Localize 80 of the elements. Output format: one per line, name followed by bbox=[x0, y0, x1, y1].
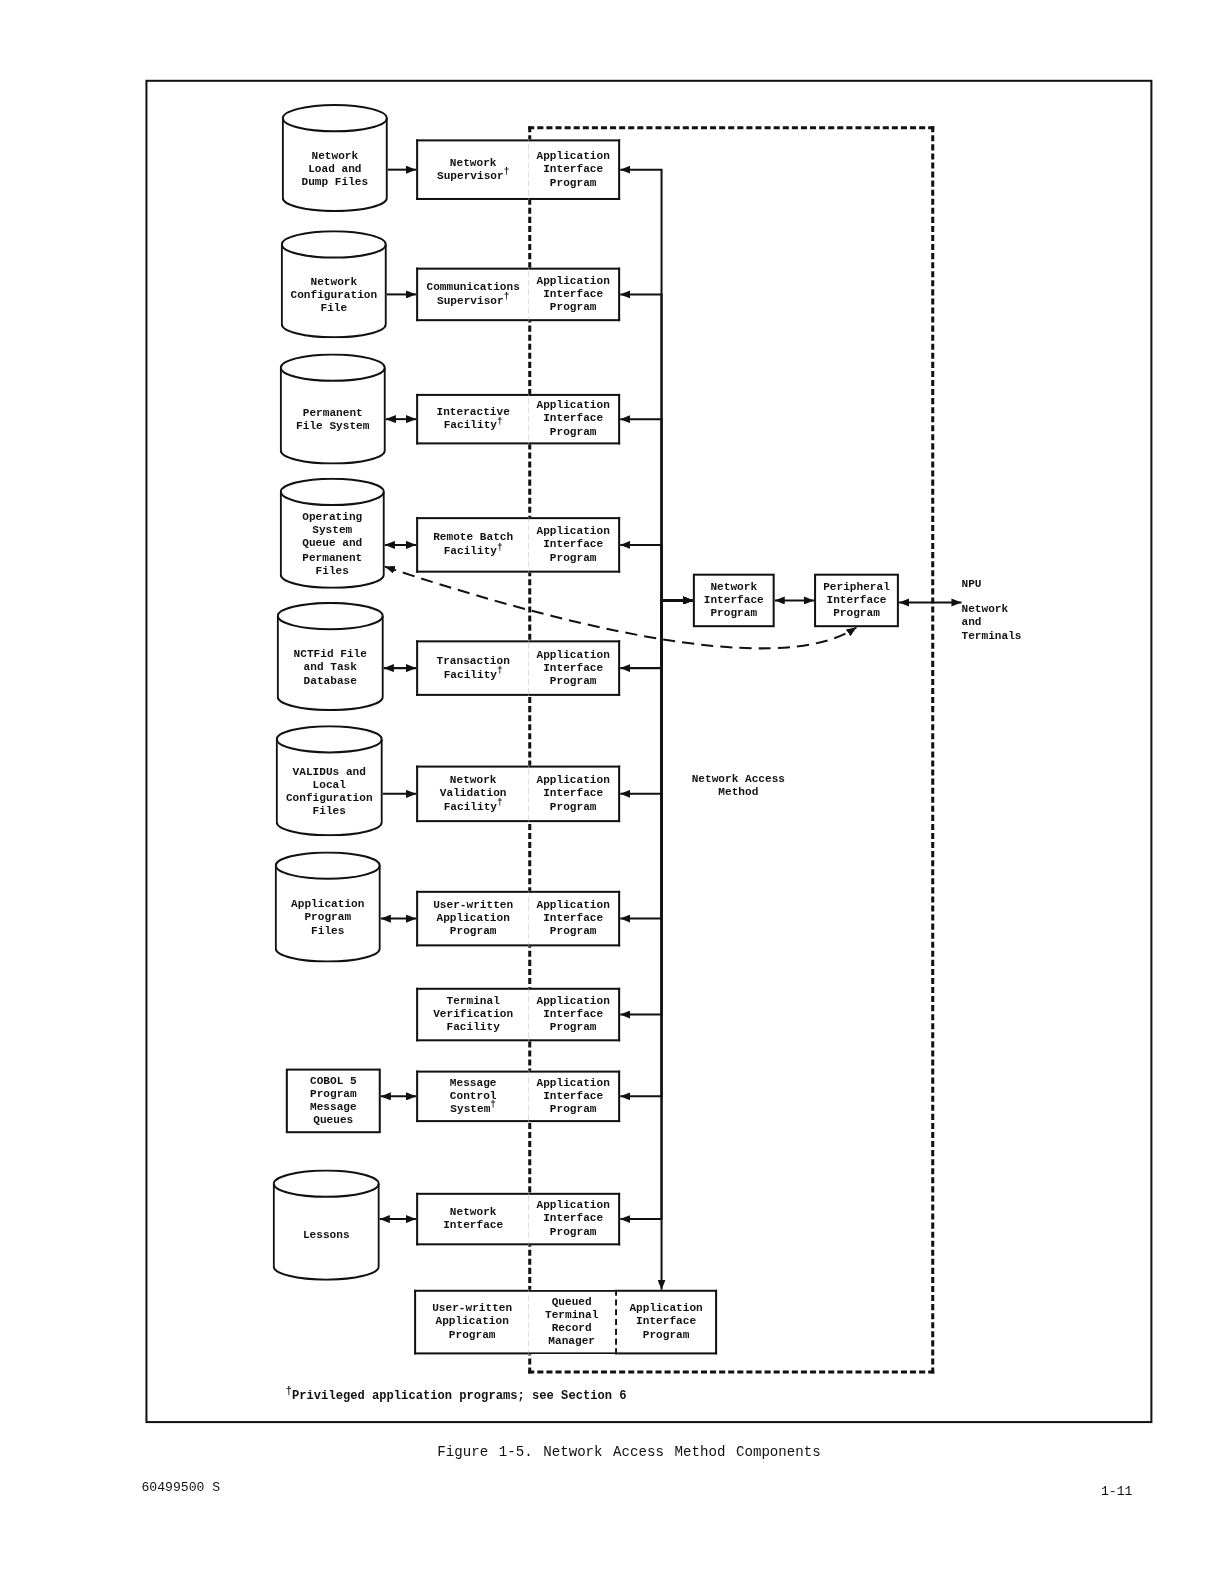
process-box bbox=[528, 765, 621, 823]
box-label: Application Interface Program bbox=[535, 1199, 611, 1240]
process-box bbox=[416, 1070, 529, 1123]
process-box bbox=[814, 573, 899, 628]
process-box bbox=[416, 517, 529, 573]
box-label: COBOL 5 Program Message Queues bbox=[308, 1074, 358, 1128]
process-box bbox=[416, 139, 529, 200]
footnote: $^{†}$Privileged application programs; see Section 6 bbox=[285, 1388, 627, 1403]
document-number: 60499500 S bbox=[141, 1479, 221, 1495]
box-label: Application Interface Program bbox=[535, 399, 611, 440]
box-label: Network Validation Facility$^{†}$ bbox=[438, 773, 508, 814]
box-label: Application Program Files bbox=[290, 898, 366, 939]
connector-arrow bbox=[384, 540, 417, 549]
box-label: Application Interface Program bbox=[535, 1076, 611, 1117]
terminal-label: Network and Terminals bbox=[961, 603, 1023, 644]
box-label: Network Interface Program bbox=[702, 580, 765, 621]
process-box bbox=[416, 987, 529, 1042]
connector-arrow bbox=[385, 415, 417, 424]
process-box bbox=[414, 1289, 529, 1355]
figure-caption: Figure 1-5. Network Access Method Components bbox=[437, 1444, 821, 1461]
box-label: Terminal Verification Facility bbox=[432, 994, 515, 1035]
box-label: Network Load and Dump Files bbox=[300, 149, 370, 190]
process-box bbox=[416, 640, 529, 696]
box-label: Network Configuration File bbox=[289, 275, 379, 316]
connector-arrow bbox=[379, 1215, 417, 1224]
box-label: Transaction Facility$^{†}$ bbox=[435, 654, 511, 682]
process-box bbox=[528, 987, 621, 1042]
process-box bbox=[528, 890, 621, 947]
page-number: 1-11 bbox=[1100, 1483, 1133, 1499]
box-label: Message Control System$^{†}$ bbox=[448, 1076, 498, 1117]
box-label: Application Interface Program bbox=[535, 773, 611, 814]
process-box bbox=[528, 1289, 618, 1355]
process-box bbox=[416, 890, 529, 947]
box-label: User-written Application Program bbox=[432, 898, 515, 939]
process-box bbox=[528, 517, 621, 573]
box-label: Application Interface Program bbox=[535, 898, 611, 939]
box-label: Application Interface Program bbox=[535, 524, 611, 565]
box-label: Remote Batch Facility$^{†}$ bbox=[432, 531, 515, 559]
process-box bbox=[416, 1192, 529, 1246]
box-label: NCTFid File and Task Database bbox=[292, 647, 368, 688]
dashed-arrow bbox=[384, 565, 857, 650]
box-label: Network Supervisor$^{†}$ bbox=[436, 156, 511, 183]
box-label: VALIDUs and Local Configuration Files bbox=[284, 765, 374, 819]
process-box bbox=[528, 1192, 621, 1246]
process-box bbox=[416, 267, 529, 322]
process-box bbox=[285, 1068, 381, 1134]
connector-arrow bbox=[383, 664, 417, 673]
terminal-label: NPU bbox=[961, 577, 982, 592]
box-label: Communications Supervisor$^{†}$ bbox=[425, 281, 521, 308]
box-label: Operating System Queue and Permanent Files bbox=[301, 511, 364, 578]
box-label: Application Interface Program bbox=[535, 648, 611, 689]
box-label: Permanent File System bbox=[295, 406, 371, 434]
process-box bbox=[617, 1289, 718, 1355]
box-label: Application Interface Program bbox=[628, 1302, 704, 1343]
connector-arrow bbox=[380, 1092, 417, 1101]
process-box bbox=[528, 640, 621, 696]
process-box bbox=[528, 139, 621, 200]
connector-arrow bbox=[380, 914, 417, 923]
box-label: Application Interface Program bbox=[535, 994, 611, 1035]
process-box bbox=[528, 267, 621, 322]
dashed-boundary bbox=[528, 126, 935, 1374]
box-label: Peripheral Interface Program bbox=[822, 580, 891, 621]
connector-arrow bbox=[774, 596, 815, 605]
connector-arrow bbox=[386, 290, 417, 299]
box-label: Interactive Facility$^{†}$ bbox=[435, 405, 511, 433]
process-box bbox=[528, 1070, 621, 1123]
box-label: Application Interface Program bbox=[535, 274, 611, 315]
process-box bbox=[416, 765, 529, 823]
connector-arrow bbox=[898, 598, 962, 607]
region-label: Network Access Method bbox=[690, 772, 786, 800]
process-box bbox=[528, 393, 621, 445]
box-label: Lessons bbox=[301, 1229, 351, 1243]
connector-arrow bbox=[387, 165, 417, 174]
box-label: User-written Application Program bbox=[431, 1302, 514, 1343]
box-label: Network Interface bbox=[442, 1205, 505, 1233]
box-label: Application Interface Program bbox=[535, 149, 611, 190]
box-label: Queued Terminal Record Manager bbox=[544, 1295, 600, 1349]
connector-arrow bbox=[382, 789, 417, 798]
process-box bbox=[416, 393, 529, 445]
process-box bbox=[692, 573, 775, 628]
